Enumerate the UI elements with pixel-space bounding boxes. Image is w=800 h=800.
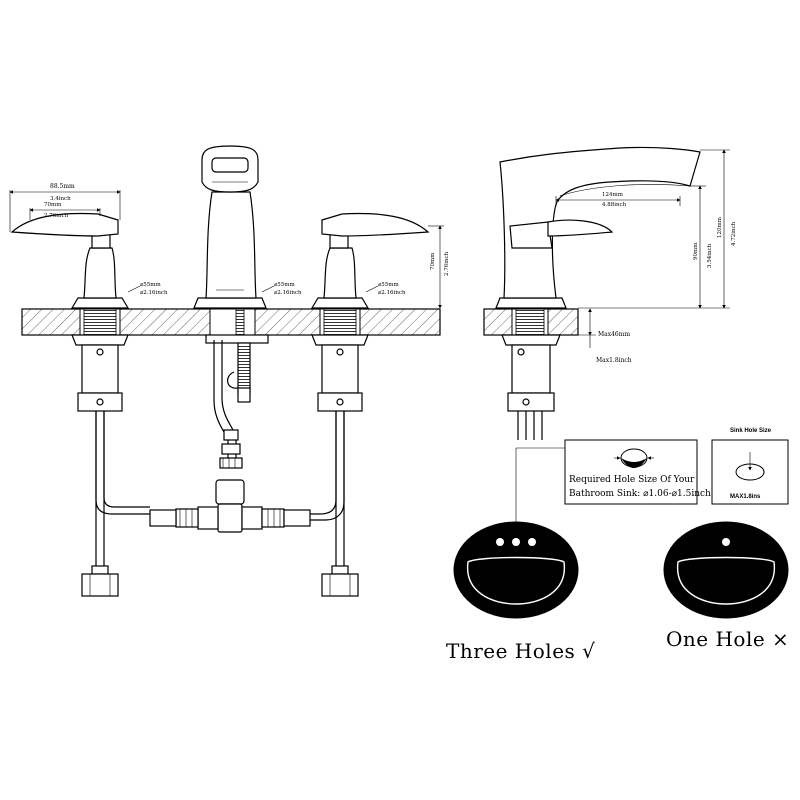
center-shank xyxy=(205,334,269,403)
front-spread-inch: 2.76inch xyxy=(44,213,69,219)
front-view: 88.5mm 3.4inch 70mm 2.76inch ⌀55mm ⌀2.16… xyxy=(9,145,450,597)
total-height-inch: 4.72inch xyxy=(731,221,737,246)
spout-height-inch: 3.54inch xyxy=(707,243,713,268)
front-width-mm: 88.5mm xyxy=(50,183,75,190)
right-base-inch: ⌀2.16inch xyxy=(378,290,406,296)
hole-info-line1: Required Hole Size Of Your xyxy=(569,475,695,485)
left-valve-body xyxy=(71,334,129,412)
total-height-mm: 120mm xyxy=(717,216,723,238)
hole-info-line2: Bathroom Sink: ⌀1.06-⌀1.5inch xyxy=(569,489,711,499)
side-reach-mm: 124mm xyxy=(602,192,624,198)
sink-hole-max: MAX1.8ins xyxy=(730,494,761,500)
side-view: 124mm 4.88inch 90mm 3.54inch 120mm 4.72i… xyxy=(483,146,737,440)
side-spout xyxy=(495,146,701,309)
right-handle xyxy=(310,212,430,309)
caption-one-hole: One Hole × xyxy=(666,627,789,651)
center-base-inch: ⌀2.16inch xyxy=(274,290,302,296)
deck-max-mm: Max46mm xyxy=(598,331,630,338)
side-valve-body xyxy=(501,334,561,440)
front-deck xyxy=(21,308,441,336)
front-width-inch: 3.4inch xyxy=(50,196,71,202)
deck-max-inch: Max1.8inch xyxy=(596,357,632,364)
three-holes-sink xyxy=(453,521,579,619)
sink-hole-title: Sink Hole Size xyxy=(730,428,772,434)
hose-nuts xyxy=(81,565,359,597)
left-base-inch: ⌀2.16inch xyxy=(140,290,168,296)
right-valve-body xyxy=(311,334,369,412)
center-base-mm: ⌀55mm xyxy=(274,282,296,288)
front-height-inch: 2.76inch xyxy=(444,251,450,276)
front-dimensions xyxy=(9,190,444,309)
side-reach-inch: 4.88inch xyxy=(602,202,627,208)
supply-hoses xyxy=(95,340,345,568)
right-base-mm: ⌀55mm xyxy=(378,282,400,288)
side-deck xyxy=(483,308,579,336)
caption-three-holes: Three Holes √ xyxy=(446,639,595,663)
left-base-mm: ⌀55mm xyxy=(140,282,162,288)
one-hole-sink xyxy=(663,521,789,619)
left-handle xyxy=(10,212,130,309)
hole-info-box: Required Hole Size Of Your Bathroom Sink… xyxy=(515,439,711,530)
tee-connector xyxy=(149,429,311,533)
side-dimensions xyxy=(555,149,730,348)
front-spread-mm: 70mm xyxy=(44,202,62,208)
front-height-mm: 70mm xyxy=(430,252,436,270)
center-spout xyxy=(193,145,267,309)
spout-height-mm: 90mm xyxy=(693,242,699,260)
sink-hole-size-box: Sink Hole Size MAX1.8ins xyxy=(711,428,789,505)
